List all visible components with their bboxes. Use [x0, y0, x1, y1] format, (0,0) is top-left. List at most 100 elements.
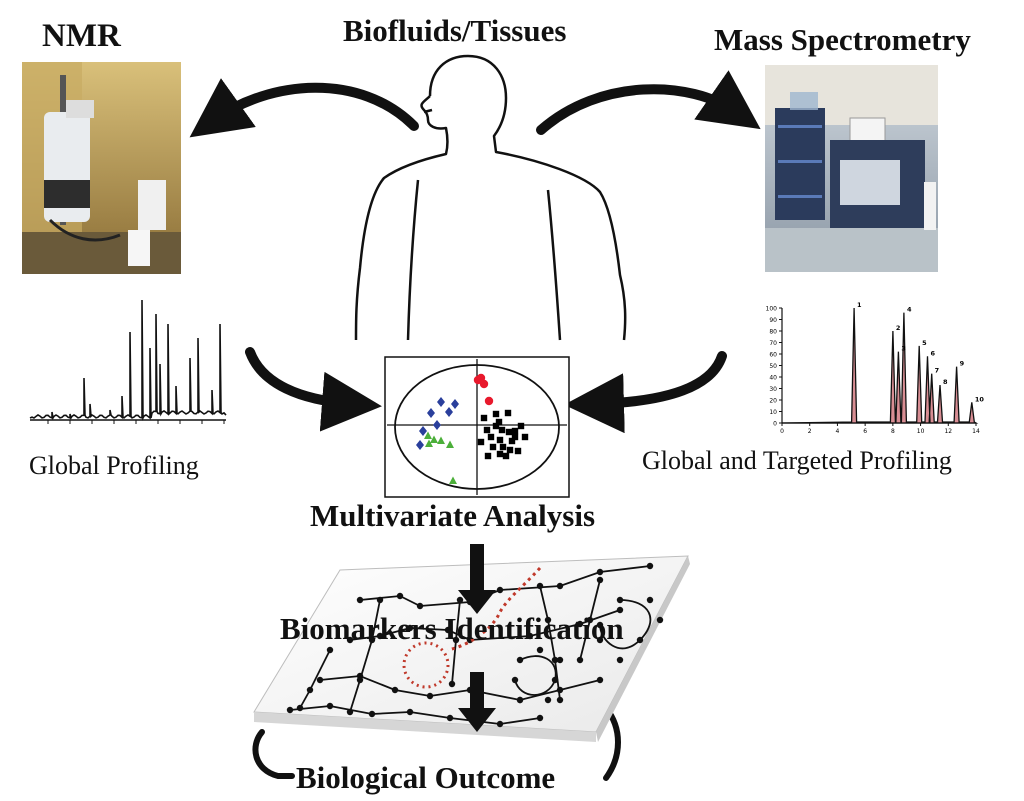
pca-point-black [517, 422, 525, 430]
pathway-node [616, 596, 624, 604]
arrow-nmr-to-analysis [245, 347, 382, 432]
pca-point-black [495, 418, 503, 426]
pca-point-green [449, 476, 457, 484]
metabolic-pathway-map [253, 555, 690, 742]
pathway-node [551, 676, 559, 684]
pathway-node [596, 636, 604, 644]
pca-point-blue [419, 426, 427, 436]
ms-x-tick-label: 10 [917, 428, 925, 435]
ms-y-tick-label: 10 [769, 409, 777, 416]
ms-y-tick-label: 40 [769, 375, 777, 382]
ms-x-tick-label: 14 [972, 428, 980, 435]
pathway-node [391, 686, 399, 694]
pca-point-black [504, 409, 512, 417]
arrow-to-mass-spec [536, 70, 761, 135]
pca-point-red [479, 379, 489, 389]
ms-y-tick-label: 30 [769, 386, 777, 393]
pca-point-green [437, 436, 445, 444]
pca-point-blue [433, 420, 441, 430]
ms-x-tick-label: 8 [891, 428, 895, 435]
pathway-node [326, 646, 334, 654]
pathway-node [346, 636, 354, 644]
ms-x-tick-label: 0 [780, 428, 784, 435]
pathway-edge [319, 675, 601, 701]
ms-y-tick-label: 20 [769, 398, 777, 405]
pathway-node [586, 616, 594, 624]
pathway-node [516, 656, 524, 664]
pca-point-black [499, 443, 507, 451]
pca-point-black [496, 436, 504, 444]
pca-point-black [514, 447, 522, 455]
pathway-node [446, 714, 454, 722]
pathway-node [596, 576, 604, 584]
ms-peak-label: 8 [943, 378, 948, 386]
pca-point-black [511, 427, 519, 435]
biofluids-title: Biofluids/Tissues [343, 13, 567, 48]
pca-point-red [484, 396, 494, 406]
pca-point-green [425, 439, 433, 447]
pathway-node [556, 656, 564, 664]
pathway-node [466, 636, 474, 644]
ms-y-tick-label: 50 [769, 363, 777, 370]
ms-peak-label: 4 [907, 306, 912, 314]
bracket-left [252, 729, 295, 779]
pathway-node [456, 596, 464, 604]
pca-point-black [498, 426, 506, 434]
pathway-node [656, 616, 664, 624]
pca-point-black [477, 438, 485, 446]
pathway-node [448, 680, 456, 688]
ms-y-tick-label: 100 [766, 306, 778, 313]
pca-point-blue [416, 440, 424, 450]
pathway-node [296, 704, 304, 712]
pathway-node [452, 636, 460, 644]
pathway-node [596, 621, 604, 629]
pca-point-black [480, 414, 488, 422]
pathway-node [326, 702, 334, 710]
pathway-node [596, 676, 604, 684]
pathway-node [496, 586, 504, 594]
pca-point-green [430, 435, 438, 443]
pca-point-black [502, 452, 510, 460]
arrow-ms-to-analysis [564, 351, 727, 434]
pca-point-black [487, 433, 495, 441]
mass-spectrometer-photo [765, 65, 938, 272]
pathway-node [646, 562, 654, 570]
ms-peak-label: 9 [960, 360, 965, 368]
pathway-node [356, 596, 364, 604]
pca-point-black [492, 410, 500, 418]
pca-point-black [496, 450, 504, 458]
pathway-node [646, 596, 654, 604]
pca-point-black [506, 446, 514, 454]
ms-y-tick-label: 90 [769, 317, 777, 324]
pathway-node [556, 696, 564, 704]
pca-point-black [484, 452, 492, 460]
pca-point-black [505, 428, 513, 436]
pathway-node [496, 720, 504, 728]
pathway-node [368, 636, 376, 644]
ms-x-tick-label: 12 [944, 428, 952, 435]
pathway-node [544, 696, 552, 704]
pathway-node [511, 676, 519, 684]
pathway-edge [349, 609, 621, 641]
human-silhouette [354, 54, 627, 341]
pca-point-blue [451, 399, 459, 409]
pca-point-blue [445, 407, 453, 417]
pathway-node [368, 710, 376, 718]
nmr-photo [22, 62, 181, 274]
pathway-node [346, 708, 354, 716]
ms-peak-label: 7 [935, 367, 940, 375]
ms-peak-label: 10 [975, 395, 985, 403]
ms-y-tick-label: 70 [769, 340, 777, 347]
global-targeted-label: Global and Targeted Profiling [642, 446, 952, 475]
pathway-node [376, 596, 384, 604]
ms-x-tick-label: 4 [836, 428, 840, 435]
pathway-node [596, 568, 604, 576]
pca-score-plot [384, 356, 570, 498]
pathway-node [306, 686, 314, 694]
pca-point-black [521, 433, 529, 441]
pca-point-blue [437, 397, 445, 407]
ms-peak-label: 1 [857, 301, 862, 309]
pathway-node [516, 696, 524, 704]
pathway-node [636, 636, 644, 644]
